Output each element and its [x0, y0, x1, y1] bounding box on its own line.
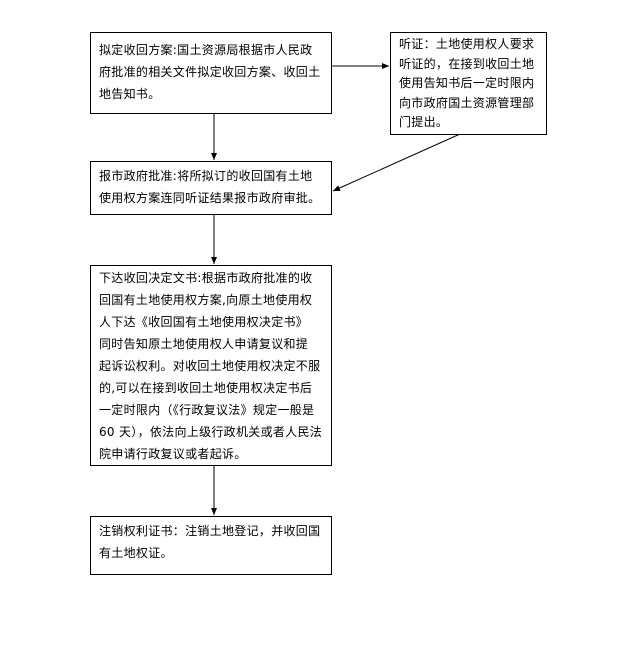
node-text-line: 注销权利证书：注销土地登记，并收回国: [99, 524, 321, 538]
node-issue-decision: 下达收回决定文书:根据市政府批准的收 回国有土地使用权方案,向原土地使用权 人下…: [90, 265, 332, 466]
node-text-line: 府批准的相关文件拟定收回方案、收回土: [99, 65, 321, 79]
arrow-hearing-to-approval: [332, 133, 461, 192]
node-text-line: 同时告知原土地使用权人申请复议和提: [99, 337, 309, 351]
node-text-line: 起诉讼权利。对收回土地使用权决定不服: [99, 359, 321, 373]
node-cancel-certificate: 注销权利证书：注销土地登记，并收回国 有土地权证。: [90, 516, 332, 575]
node-hearing: 听证：土地使用权人要求 听证的，在接到收回土地 使用告知书后一定时限内 向市政府…: [390, 32, 547, 135]
node-text-line: 门提出。: [399, 115, 449, 129]
node-draft-plan: 拟定收回方案:国土资源局根据市人民政 府批准的相关文件拟定收回方案、收回土 地告…: [90, 32, 332, 114]
node-text-line: 拟定收回方案:国土资源局根据市人民政: [99, 43, 313, 57]
node-text-line: 有土地权证。: [99, 546, 173, 560]
node-text-line: 一定时限内（《行政复议法》规定一般是: [99, 403, 315, 417]
node-government-approval: 报市政府批准:将所拟订的收回国有土地 使用权方案连同听证结果报市政府审批。: [90, 161, 332, 215]
node-text-line: 人下达《收回国有土地使用权决定书》: [99, 315, 309, 329]
node-text-line: 使用权方案连同听证结果报市政府审批。: [99, 191, 321, 205]
node-text-line: 听证：土地使用权人要求: [399, 37, 535, 51]
node-text-line: 下达收回决定文书:根据市政府批准的收: [99, 271, 313, 285]
node-text-line: 使用告知书后一定时限内: [399, 76, 535, 90]
node-text-line: 向市政府国土资源管理部: [399, 95, 535, 110]
node-text-line: 的,可以在接到收回土地使用权决定书后: [99, 381, 313, 395]
node-text-line: 地告知书。: [99, 87, 161, 101]
node-text-line: 60 天），依法向上级行政机关或者人民法: [99, 425, 323, 439]
node-text-line: 报市政府批准:将所拟订的收回国有土地: [99, 169, 313, 183]
node-text-line: 听证的，在接到收回土地: [399, 56, 535, 71]
node-text-line: 回国有土地使用权方案,向原土地使用权: [99, 293, 313, 307]
node-text-line: 院申请行政复议或者起诉。: [99, 447, 247, 461]
